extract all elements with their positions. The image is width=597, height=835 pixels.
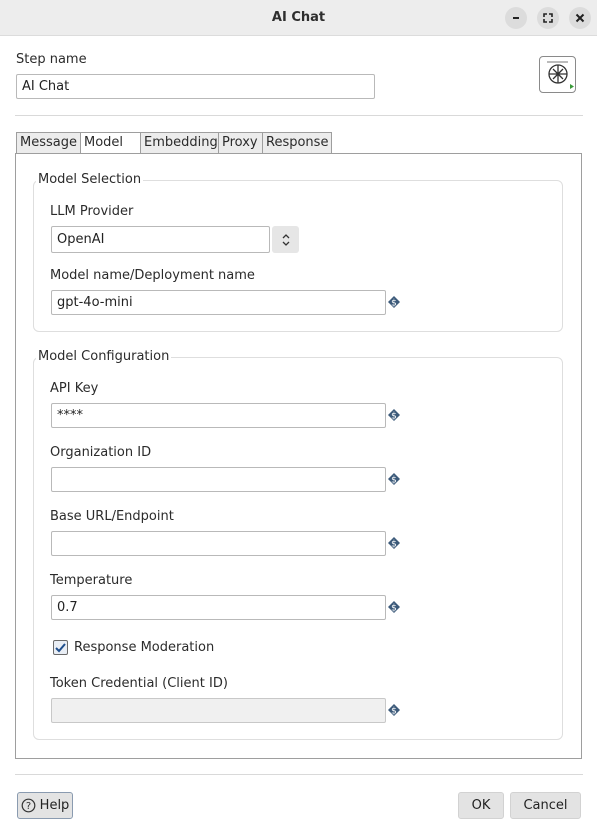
window-title: AI Chat xyxy=(271,10,326,25)
chevron-updown-icon xyxy=(282,233,289,246)
maximize-icon xyxy=(543,13,553,23)
close-button[interactable] xyxy=(569,7,591,29)
help-button[interactable]: ? Help xyxy=(17,792,73,819)
svg-text:?: ? xyxy=(26,801,31,812)
close-icon xyxy=(575,13,585,23)
tab-panel xyxy=(15,153,582,759)
token-credential-input[interactable] xyxy=(51,698,386,723)
organization-id-label: Organization ID xyxy=(50,445,152,460)
variable-icon[interactable]: $ xyxy=(387,472,401,486)
minimize-icon xyxy=(513,17,519,19)
tab-proxy[interactable]: Proxy xyxy=(218,132,263,154)
temperature-label: Temperature xyxy=(50,573,133,588)
minimize-button[interactable] xyxy=(505,7,527,29)
tab-embedding[interactable]: Embedding xyxy=(140,132,219,154)
base-url-label: Base URL/Endpoint xyxy=(50,509,174,524)
help-button-label: Help xyxy=(39,798,70,813)
svg-text:$: $ xyxy=(391,540,397,550)
maximize-button[interactable] xyxy=(537,7,559,29)
model-name-input[interactable]: gpt-4o-mini xyxy=(51,290,386,315)
temperature-input[interactable]: 0.7 xyxy=(51,595,386,620)
title-bar: AI Chat xyxy=(0,0,597,36)
svg-text:$: $ xyxy=(391,476,397,486)
model-name-label: Model name/Deployment name xyxy=(50,268,255,283)
footer-divider xyxy=(15,774,583,775)
svg-text:$: $ xyxy=(391,604,397,614)
checkmark-icon xyxy=(55,643,66,653)
tab-model[interactable]: Model xyxy=(80,132,141,155)
response-moderation-label: Response Moderation xyxy=(74,640,215,655)
model-selection-group xyxy=(33,180,563,332)
variable-icon[interactable]: $ xyxy=(387,536,401,550)
llm-provider-select[interactable]: OpenAI xyxy=(51,226,270,253)
response-moderation-checkbox[interactable] xyxy=(53,640,68,655)
cancel-button[interactable]: Cancel xyxy=(510,792,581,819)
tab-message[interactable]: Message xyxy=(16,132,81,154)
base-url-input[interactable] xyxy=(51,531,386,556)
llm-provider-label: LLM Provider xyxy=(50,204,134,219)
header-divider xyxy=(15,115,583,116)
variable-icon[interactable]: $ xyxy=(387,295,401,309)
openai-logo xyxy=(539,56,576,93)
step-name-input[interactable]: AI Chat xyxy=(16,74,375,99)
model-configuration-group xyxy=(33,357,563,740)
tab-response[interactable]: Response xyxy=(262,132,332,154)
variable-icon[interactable]: $ xyxy=(387,600,401,614)
api-key-input[interactable]: **** xyxy=(51,403,386,428)
variable-icon[interactable]: $ xyxy=(387,703,401,717)
variable-icon[interactable]: $ xyxy=(387,408,401,422)
svg-text:$: $ xyxy=(391,299,397,309)
organization-id-input[interactable] xyxy=(51,467,386,492)
svg-text:$: $ xyxy=(391,707,397,717)
ok-button[interactable]: OK xyxy=(458,792,504,819)
api-key-label: API Key xyxy=(50,381,99,396)
model-configuration-title: Model Configuration xyxy=(36,349,172,364)
provider-spinner-button[interactable] xyxy=(272,226,299,253)
svg-text:$: $ xyxy=(391,412,397,422)
token-credential-label: Token Credential (Client ID) xyxy=(50,676,228,691)
model-selection-title: Model Selection xyxy=(36,172,144,187)
help-icon: ? xyxy=(21,798,36,813)
step-name-label: Step name xyxy=(16,52,87,67)
